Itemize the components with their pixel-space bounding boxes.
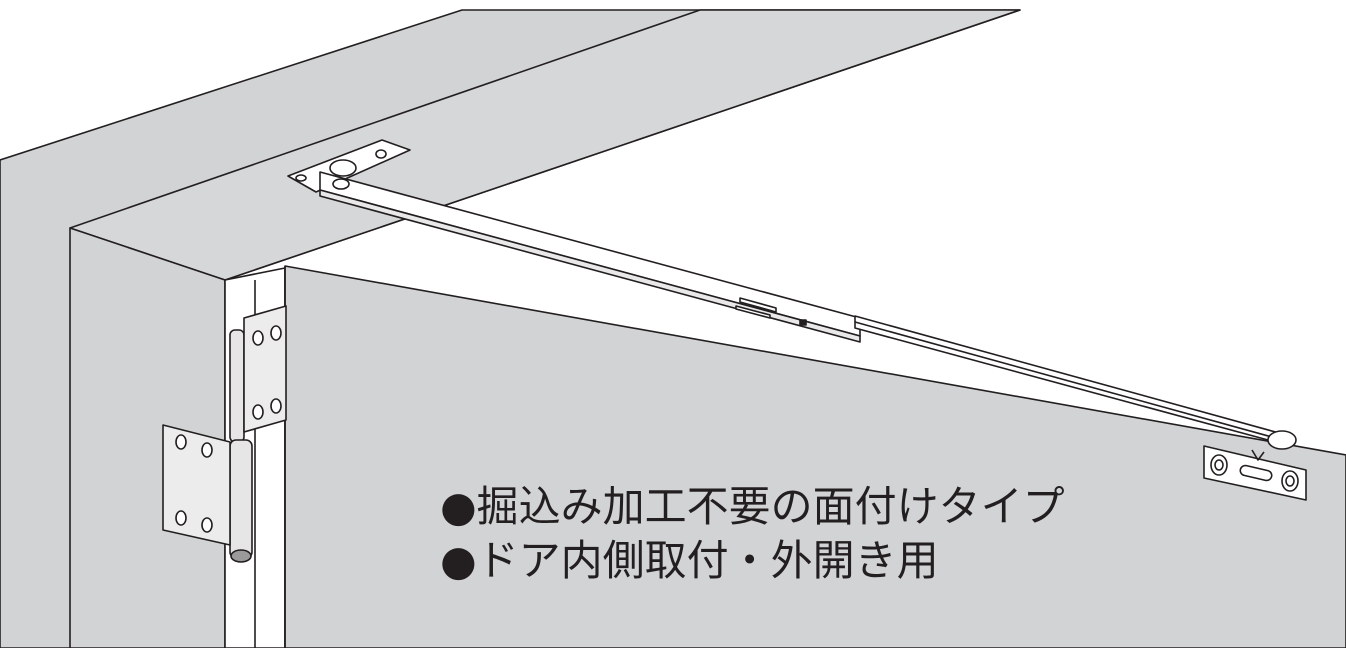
frame-bracket <box>287 139 411 193</box>
door-bracket <box>1203 430 1307 501</box>
hinge-lower <box>162 424 253 563</box>
closer-arm <box>319 171 1291 447</box>
door-frame <box>69 227 226 648</box>
hinge-upper <box>229 305 287 443</box>
feature-list: ●掘込み加工不要の面付けタイプ ●ドア内側取付・外開き用 <box>440 480 1065 588</box>
feature-surface-mount: ●掘込み加工不要の面付けタイプ <box>440 482 1065 531</box>
feature-inside-mount-outward-open: ●ドア内側取付・外開き用 <box>440 536 939 585</box>
